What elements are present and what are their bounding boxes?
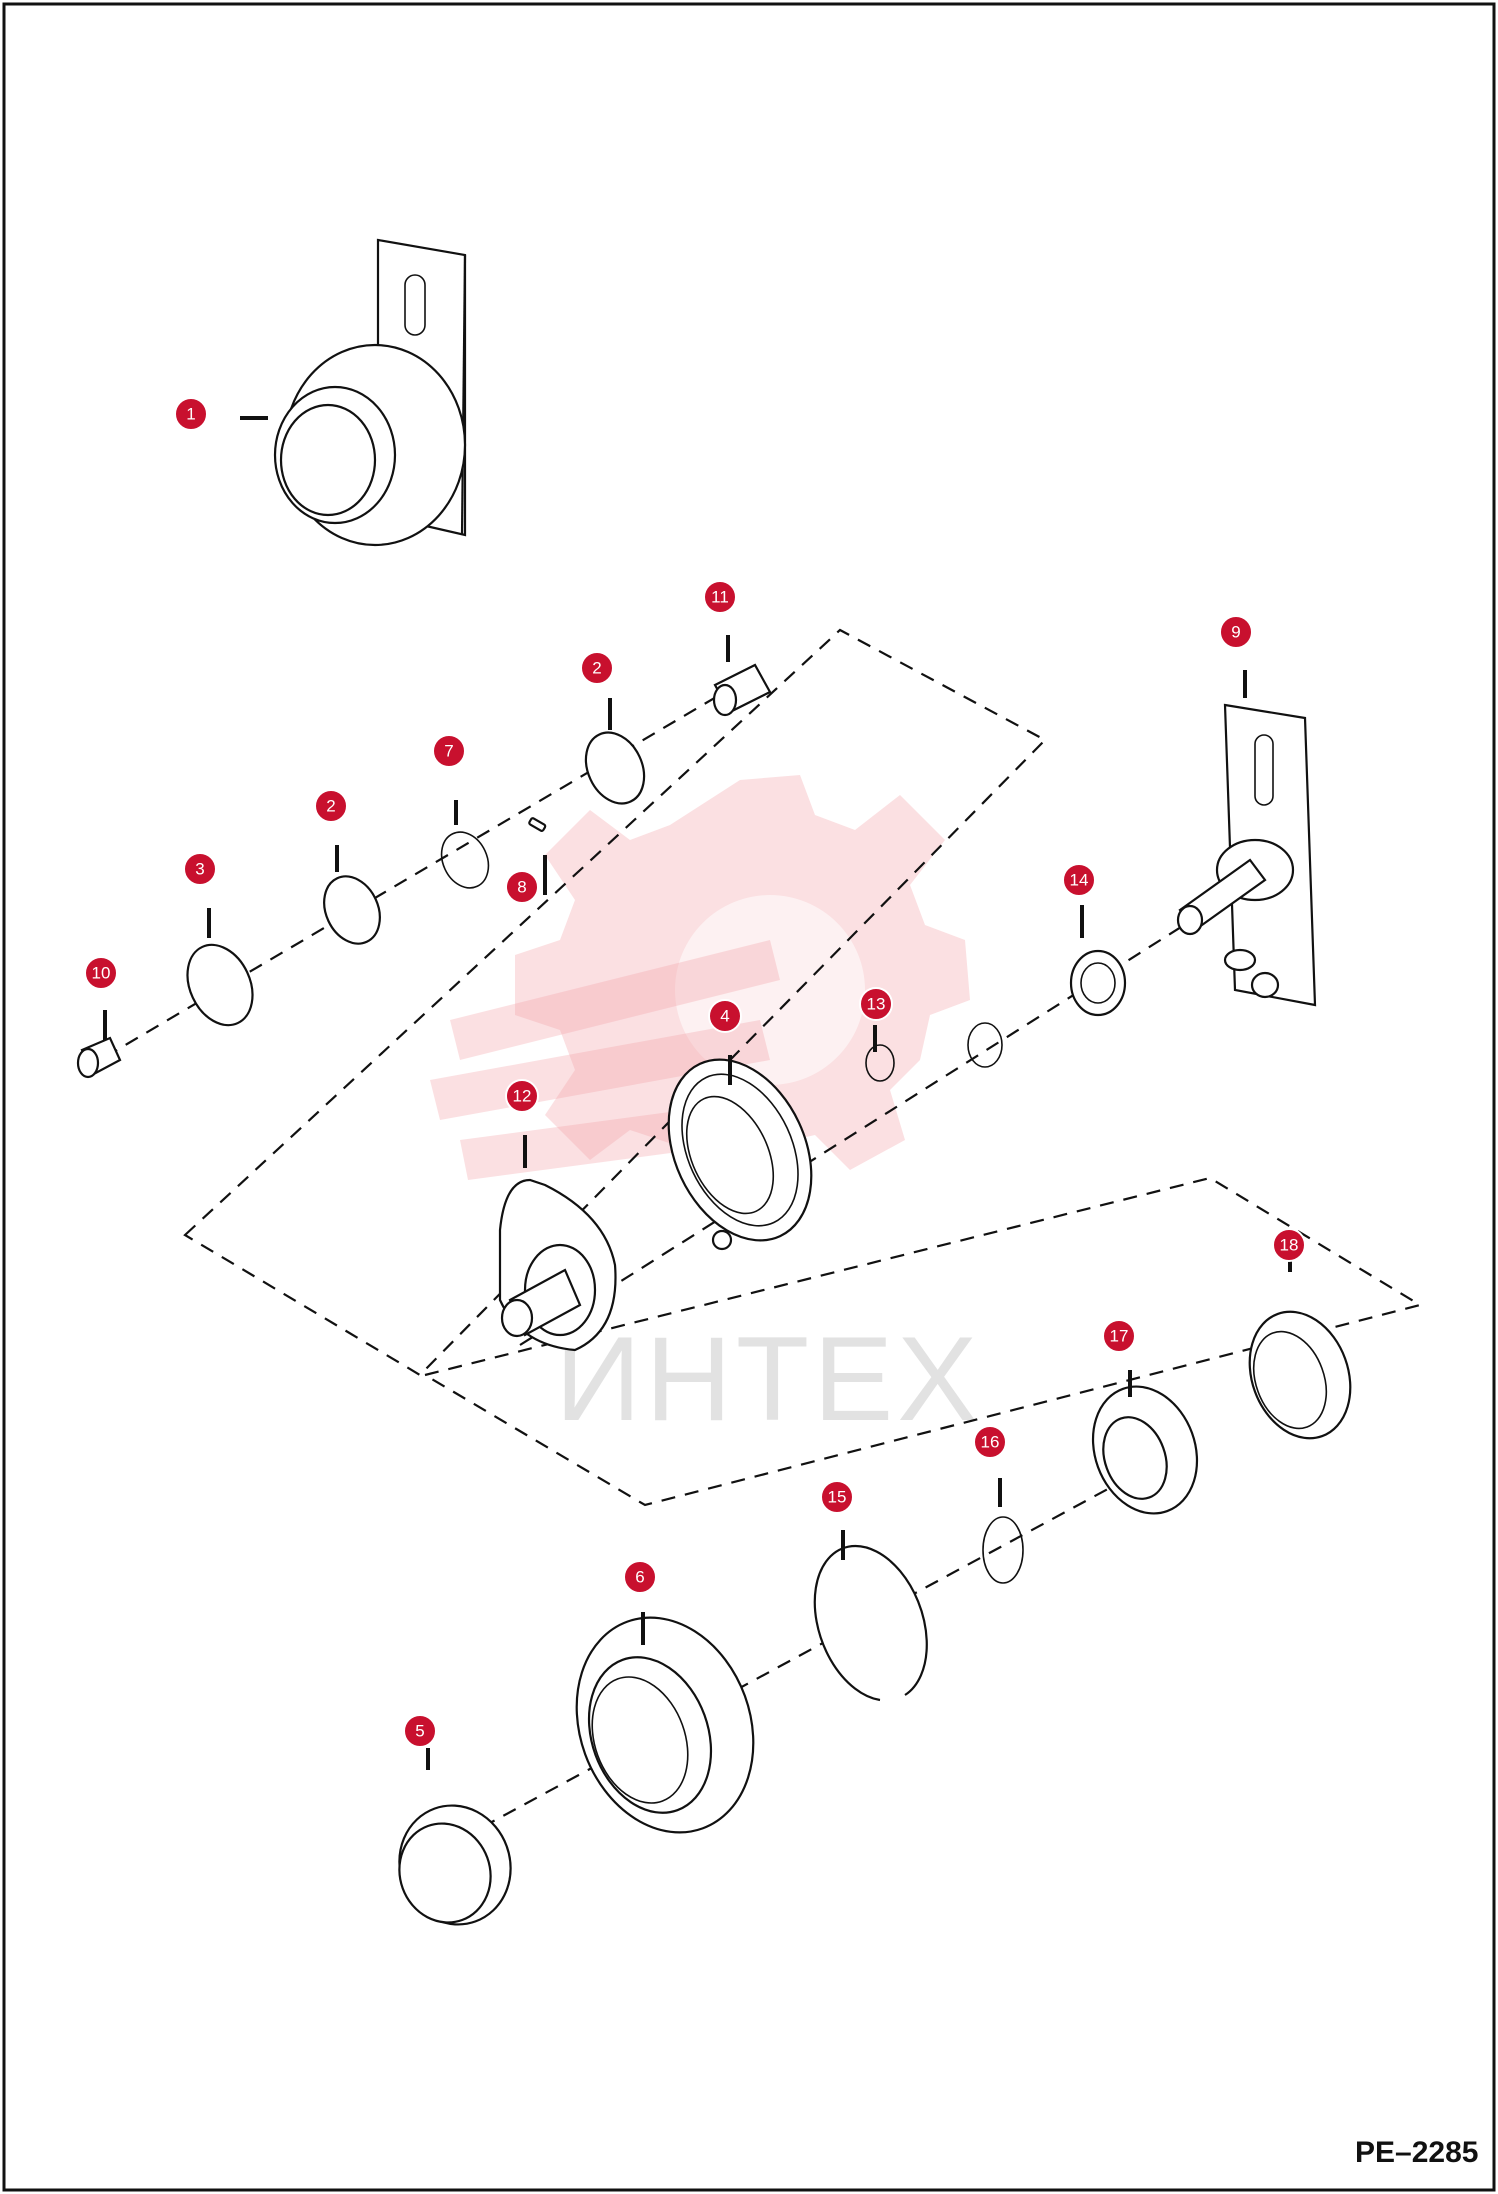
part-5-cap [398, 1804, 512, 1926]
svg-text:9: 9 [1231, 623, 1240, 642]
leader-lines [103, 416, 1292, 1770]
svg-text:14: 14 [1070, 871, 1089, 890]
svg-text:4: 4 [720, 1007, 729, 1026]
part-6-snap-ring [440, 831, 490, 889]
callout-12: 12 [505, 1079, 539, 1113]
part-16-snap-ring [982, 1516, 1024, 1584]
callout-6: 7 [432, 734, 466, 768]
callout-9: 9 [1219, 615, 1253, 649]
part-1-idler-assembly [273, 238, 467, 547]
part-7-pin [528, 817, 547, 832]
svg-text:3: 3 [195, 860, 204, 879]
callout-4: 4 [708, 999, 742, 1033]
part-14-seal [1069, 949, 1127, 1017]
part-4-seal-housing [667, 1058, 813, 1251]
callout-3: 3 [183, 852, 217, 886]
callout-15: 15 [820, 1480, 854, 1514]
callout-17: 17 [1102, 1319, 1136, 1353]
callout-18: 18 [1272, 1228, 1306, 1262]
part-11-bushing [712, 663, 772, 717]
dashed-group-lower [422, 1176, 1423, 1507]
svg-text:8: 8 [517, 878, 526, 897]
svg-text:1: 1 [186, 405, 195, 424]
svg-text:2: 2 [326, 797, 335, 816]
callout-14: 14 [1062, 863, 1096, 897]
part-o-ring-unlabeled [967, 1022, 1003, 1068]
part-8-roller [575, 1616, 755, 1834]
svg-text:16: 16 [981, 1433, 1000, 1452]
svg-text:17: 17 [1110, 1327, 1129, 1346]
part-10-bolt [76, 1036, 122, 1079]
svg-text:2: 2 [592, 659, 601, 678]
svg-text:5: 5 [415, 1722, 424, 1741]
svg-text:7: 7 [444, 742, 453, 761]
drawing-code: PE–2285 [1355, 2136, 1478, 2169]
callout-2-upper: 2 [580, 651, 614, 685]
callout-11: 11 [703, 580, 737, 614]
callout-7: 8 [505, 870, 539, 904]
part-9-bracket [1176, 703, 1317, 1007]
svg-text:13: 13 [867, 995, 886, 1014]
part-12-hub [498, 1178, 617, 1352]
part-18-shim [1248, 1310, 1352, 1440]
svg-text:10: 10 [92, 964, 111, 983]
callout-10: 10 [84, 956, 118, 990]
part-17-bearing [1091, 1385, 1199, 1515]
part-3-washer [186, 943, 254, 1027]
part-2-plate-lower [323, 875, 381, 945]
callout-8: 6 [623, 1560, 657, 1594]
callout-2-lower: 2 [314, 789, 348, 823]
callout-13: 13 [859, 987, 893, 1021]
svg-text:11: 11 [711, 588, 729, 607]
watermark-text: ИНТЕХ [555, 1312, 981, 1446]
svg-text:15: 15 [828, 1488, 847, 1507]
svg-text:6: 6 [635, 1568, 644, 1587]
callout-16: 16 [973, 1425, 1007, 1459]
part-13-o-ring [865, 1044, 895, 1082]
part-2-plate-upper [584, 731, 646, 805]
svg-text:18: 18 [1280, 1236, 1299, 1255]
svg-text:12: 12 [513, 1087, 532, 1106]
callout-5: 5 [403, 1714, 437, 1748]
part-15-retaining-ring [813, 1544, 928, 1702]
axis-line-lower [439, 1449, 1181, 1851]
callout-1: 1 [174, 397, 208, 431]
